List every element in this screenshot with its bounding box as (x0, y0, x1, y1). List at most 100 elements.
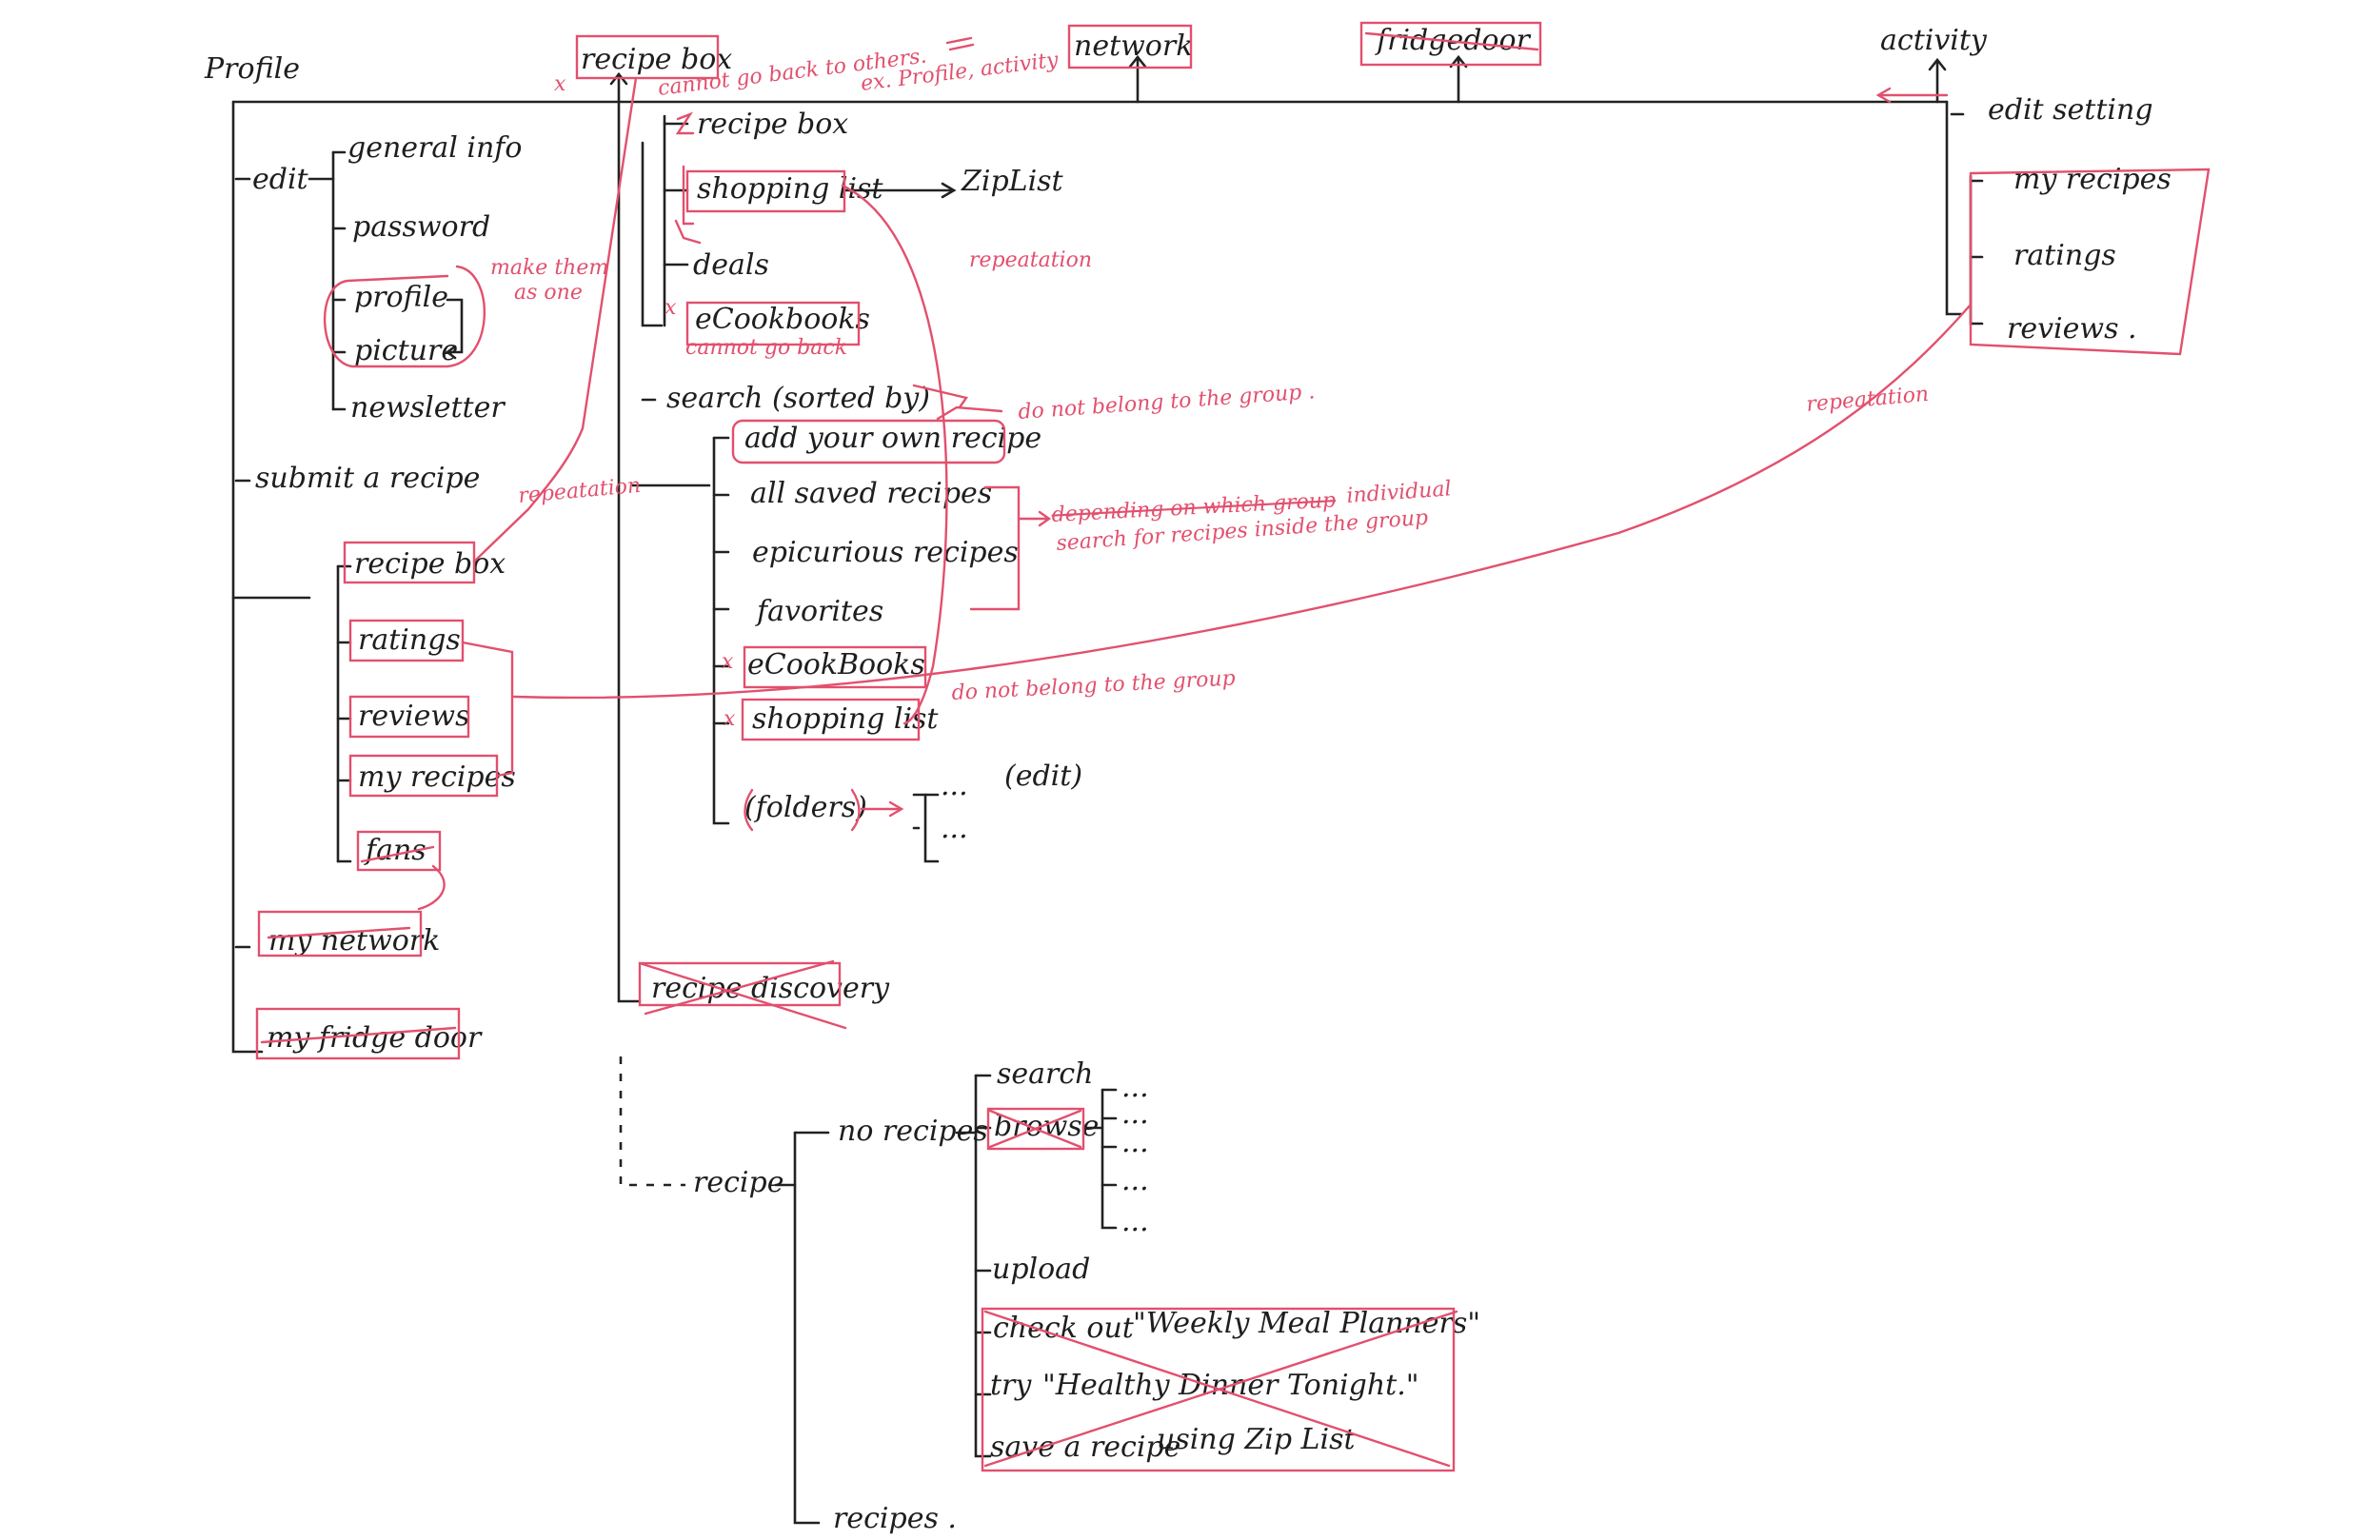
box-add-own-recipe (731, 419, 1006, 464)
mark-rb-1 (675, 111, 695, 135)
node-ziplist: ZipList (961, 165, 1064, 198)
note-repeatation-1: repeatation (517, 474, 642, 508)
node-edit-setting: edit setting (1988, 93, 2153, 127)
cross-recipe-discovery-2 (644, 959, 835, 1016)
box-ratings (348, 619, 465, 662)
box-recipe-box-top (575, 34, 720, 80)
node-my-network: my network (268, 924, 440, 958)
node-picture: picture (354, 334, 458, 367)
node-no-recipes: no recipes (838, 1115, 988, 1148)
bracket-rb (682, 165, 695, 226)
node-password: password (352, 210, 490, 244)
box-activity-items (1969, 168, 2211, 356)
node-reviews: reviews (358, 700, 469, 733)
node-browse-ellipsis-5: ... (1121, 1205, 1149, 1238)
node-activity: activity (1880, 24, 1988, 57)
brace-group (461, 641, 514, 778)
node-browse-ellipsis-4: ... (1121, 1164, 1149, 1197)
box-shopping-list (685, 169, 846, 213)
note-repeatation-3: repeatation (1805, 383, 1930, 417)
box-my-network (257, 910, 423, 958)
node-browse-ellipsis-2: ... (1121, 1097, 1149, 1131)
box-browse (986, 1107, 1085, 1151)
strike-my-fridge-door (260, 1026, 457, 1044)
node-newsletter: newsletter (350, 391, 506, 424)
node-act-my-recipes: my recipes (2013, 163, 2172, 196)
node-deals: deals (693, 248, 769, 282)
annotation-marks (255, 21, 2211, 1472)
node-search-sorted: search (sorted by) (666, 382, 930, 415)
box-network (1067, 24, 1193, 69)
note-cannot-go-back: cannot go back (685, 336, 847, 360)
node-save-recipe: save a recipe (990, 1431, 1180, 1464)
box-fridgedoor (1359, 21, 1542, 67)
circle-profile-picture (323, 265, 486, 368)
tree-lines (231, 54, 1984, 1525)
note-make-them-2: as one (514, 281, 583, 305)
mark-add-own (936, 405, 1003, 421)
node-profile-sub: profile (354, 281, 448, 314)
strike-fridgedoor (1364, 31, 1539, 51)
node-epicurious: epicurious recipes (752, 536, 1019, 569)
node-recipe-discovery: recipe discovery (651, 972, 890, 1005)
note-individual: individual (1346, 477, 1453, 508)
node-all-saved: all saved recipes (750, 477, 992, 510)
node-upload: upload (992, 1253, 1090, 1286)
cross-browse-2 (988, 1109, 1082, 1149)
node-recipe: recipe (693, 1166, 783, 1199)
box-ecookbooks (685, 301, 861, 346)
node-using-ziplist: using Zip List (1157, 1423, 1356, 1456)
box-recipe-discovery (638, 961, 842, 1007)
paren-folders-r (850, 788, 861, 832)
box-bottom-group (981, 1307, 1456, 1472)
node-favorites: favorites (755, 595, 883, 628)
node-shopping-list-2: shopping list (752, 702, 939, 736)
node-browse-ellipsis-3: ... (1121, 1126, 1149, 1159)
x-mark-shopping-list-2: x (724, 707, 736, 731)
node-add-own-recipe: add your own recipe (744, 422, 1041, 455)
paren-folders-l (744, 788, 754, 832)
node-try: try (990, 1369, 1032, 1402)
node-network: network (1074, 30, 1193, 63)
node-my-recipes: my recipes (358, 760, 516, 794)
loop-shopping-list (841, 184, 948, 725)
box-reviews (348, 695, 470, 739)
mark-deals (674, 219, 702, 245)
node-ecookbooks-2: eCookBooks (747, 648, 925, 681)
x-marks: x x x x (554, 72, 736, 731)
x-mark-ecookbooks-2: x (722, 650, 734, 674)
box-shopping-list-2 (741, 698, 921, 741)
node-recipe-box-top: recipe box (581, 43, 732, 76)
node-check-out: check out (993, 1312, 1135, 1345)
strike-fans (360, 845, 435, 863)
node-edit: edit (252, 163, 309, 196)
node-profile: Profile (204, 52, 300, 86)
node-shopping-list: shopping list (697, 172, 883, 206)
node-my-fridge-door: my fridge door (267, 1021, 483, 1055)
node-rb-recipe-box: recipe box (697, 108, 848, 141)
node-weekly-meal: "Weekly Meal Planners" (1133, 1307, 1480, 1340)
tree-labels: Profile recipe box network fridgedoor ac… (204, 24, 2172, 1535)
box-fans (356, 830, 442, 872)
note-not-belong-2: do not belong to the group (951, 666, 1236, 705)
node-ratings: ratings (358, 623, 461, 657)
node-ellipsis-1: ... (941, 769, 968, 802)
node-search: search (997, 1057, 1094, 1091)
scribble (945, 36, 975, 51)
line-repeatation-2 (512, 303, 1973, 700)
x-mark-recipe-box: x (554, 72, 566, 96)
node-submit-recipe: submit a recipe (255, 462, 480, 495)
note-not-belong-1: do not belong to the group . (1018, 380, 1316, 424)
cross-bottom-group-1 (983, 1310, 1451, 1468)
node-ellipsis-2: ... (941, 812, 968, 845)
strike-my-network (267, 926, 411, 939)
node-act-ratings: ratings (2013, 239, 2116, 272)
note-make-them-1: make them (490, 256, 608, 280)
connector-fans (417, 864, 446, 911)
node-recipe-box: recipe box (354, 547, 506, 581)
node-ecookbooks: eCookbooks (695, 303, 870, 336)
box-ecookbooks-2 (743, 645, 927, 689)
node-edit-folders: (edit) (1004, 760, 1082, 793)
bracket-search-results (969, 485, 1021, 611)
